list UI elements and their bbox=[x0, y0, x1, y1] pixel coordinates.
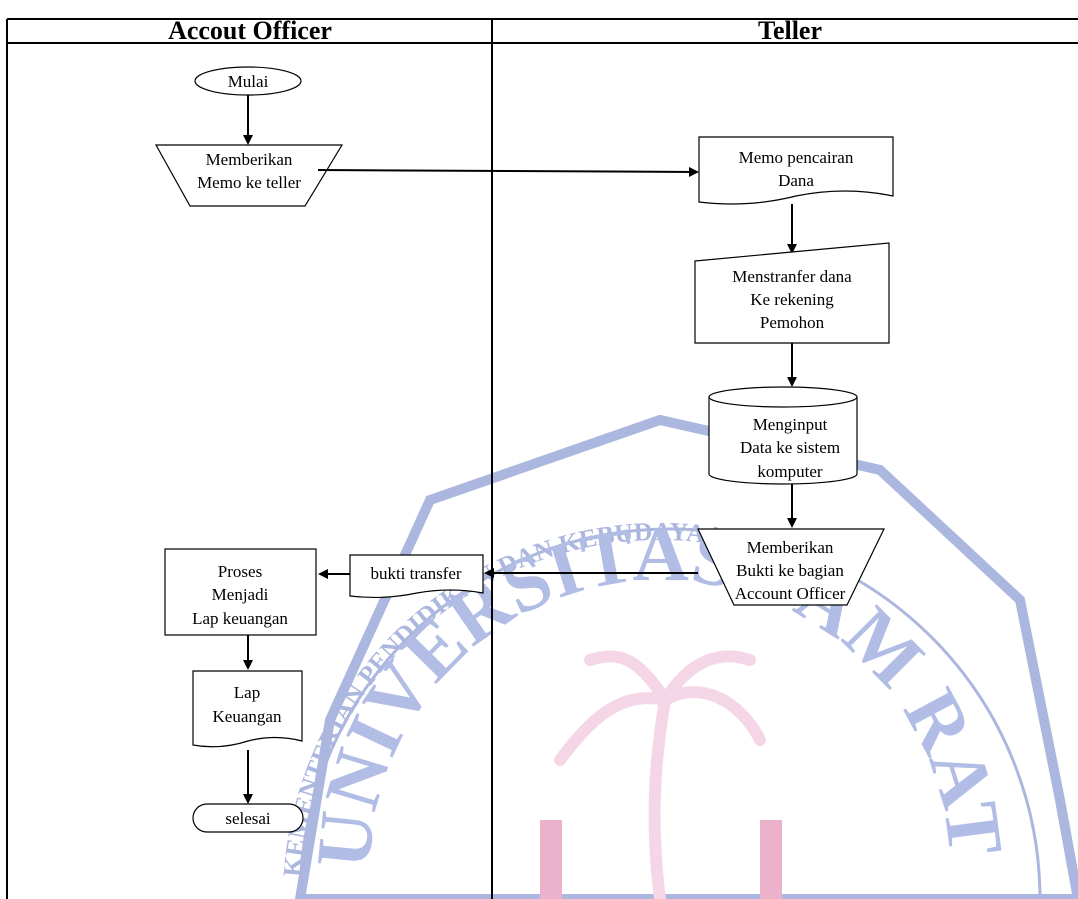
memo-disbursement-label-1: Memo pencairan bbox=[739, 148, 854, 167]
memo-disbursement-document: Memo pencairan Dana bbox=[698, 136, 894, 205]
financial-report-document: Lap Keuangan bbox=[192, 670, 303, 748]
memo-disbursement-label-2: Dana bbox=[778, 171, 814, 190]
end-terminator: selesai bbox=[192, 803, 304, 833]
process-label-1: Proses bbox=[218, 562, 262, 581]
give-memo-manual-operation: Memberikan Memo ke teller bbox=[154, 144, 344, 207]
start-terminator: Mulai bbox=[194, 66, 302, 96]
seal-palm-tree bbox=[554, 650, 766, 899]
transfer-proof-document: bukti transfer bbox=[349, 554, 484, 599]
transfer-proof-label: bukti transfer bbox=[370, 564, 461, 583]
give-evidence-label-3: Account Officer bbox=[735, 584, 846, 603]
input-data-label-1: Menginput bbox=[753, 415, 828, 434]
process-financial-report: Proses Menjadi Lap keuangan bbox=[164, 548, 317, 636]
seal-left-pillar bbox=[540, 820, 562, 899]
start-label: Mulai bbox=[228, 72, 269, 91]
swimlane-frame bbox=[6, 18, 1078, 899]
input-data-label-2: Data ke sistem bbox=[740, 438, 840, 457]
transfer-funds-manual-input: Menstranfer dana Ke rekening Pemohon bbox=[694, 242, 890, 344]
seal-right-pillar bbox=[760, 820, 782, 899]
transfer-funds-label-3: Pemohon bbox=[760, 313, 825, 332]
seal-ring-arc bbox=[298, 527, 1042, 899]
end-label: selesai bbox=[225, 809, 271, 828]
report-label-1: Lap bbox=[234, 683, 260, 702]
give-evidence-label-2: Bukti ke bagian bbox=[736, 561, 844, 580]
seal-arc-text: UNIVERSITAS SAM RATULANGI bbox=[0, 0, 1020, 872]
input-data-label-3: komputer bbox=[757, 462, 822, 481]
process-label-2: Menjadi bbox=[212, 585, 269, 604]
process-label-3: Lap keuangan bbox=[192, 609, 288, 628]
arrow-memo-to-teller bbox=[317, 166, 699, 177]
report-label-2: Keuangan bbox=[213, 707, 282, 726]
transfer-funds-label-2: Ke rekening bbox=[750, 290, 834, 309]
input-data-database: Menginput Data ke sistem komputer bbox=[708, 386, 858, 485]
give-evidence-label-1: Memberikan bbox=[747, 538, 834, 557]
give-evidence-manual-operation: Memberikan Bukti ke bagian Account Offic… bbox=[697, 528, 885, 606]
lane-header-teller: Teller bbox=[758, 16, 822, 45]
give-memo-label-2: Memo ke teller bbox=[197, 173, 301, 192]
transfer-funds-label-1: Menstranfer dana bbox=[732, 267, 852, 286]
give-memo-label-1: Memberikan bbox=[206, 150, 293, 169]
lane-header-account-officer: Accout Officer bbox=[168, 16, 332, 45]
seal-outer-polygon bbox=[294, 414, 1078, 899]
